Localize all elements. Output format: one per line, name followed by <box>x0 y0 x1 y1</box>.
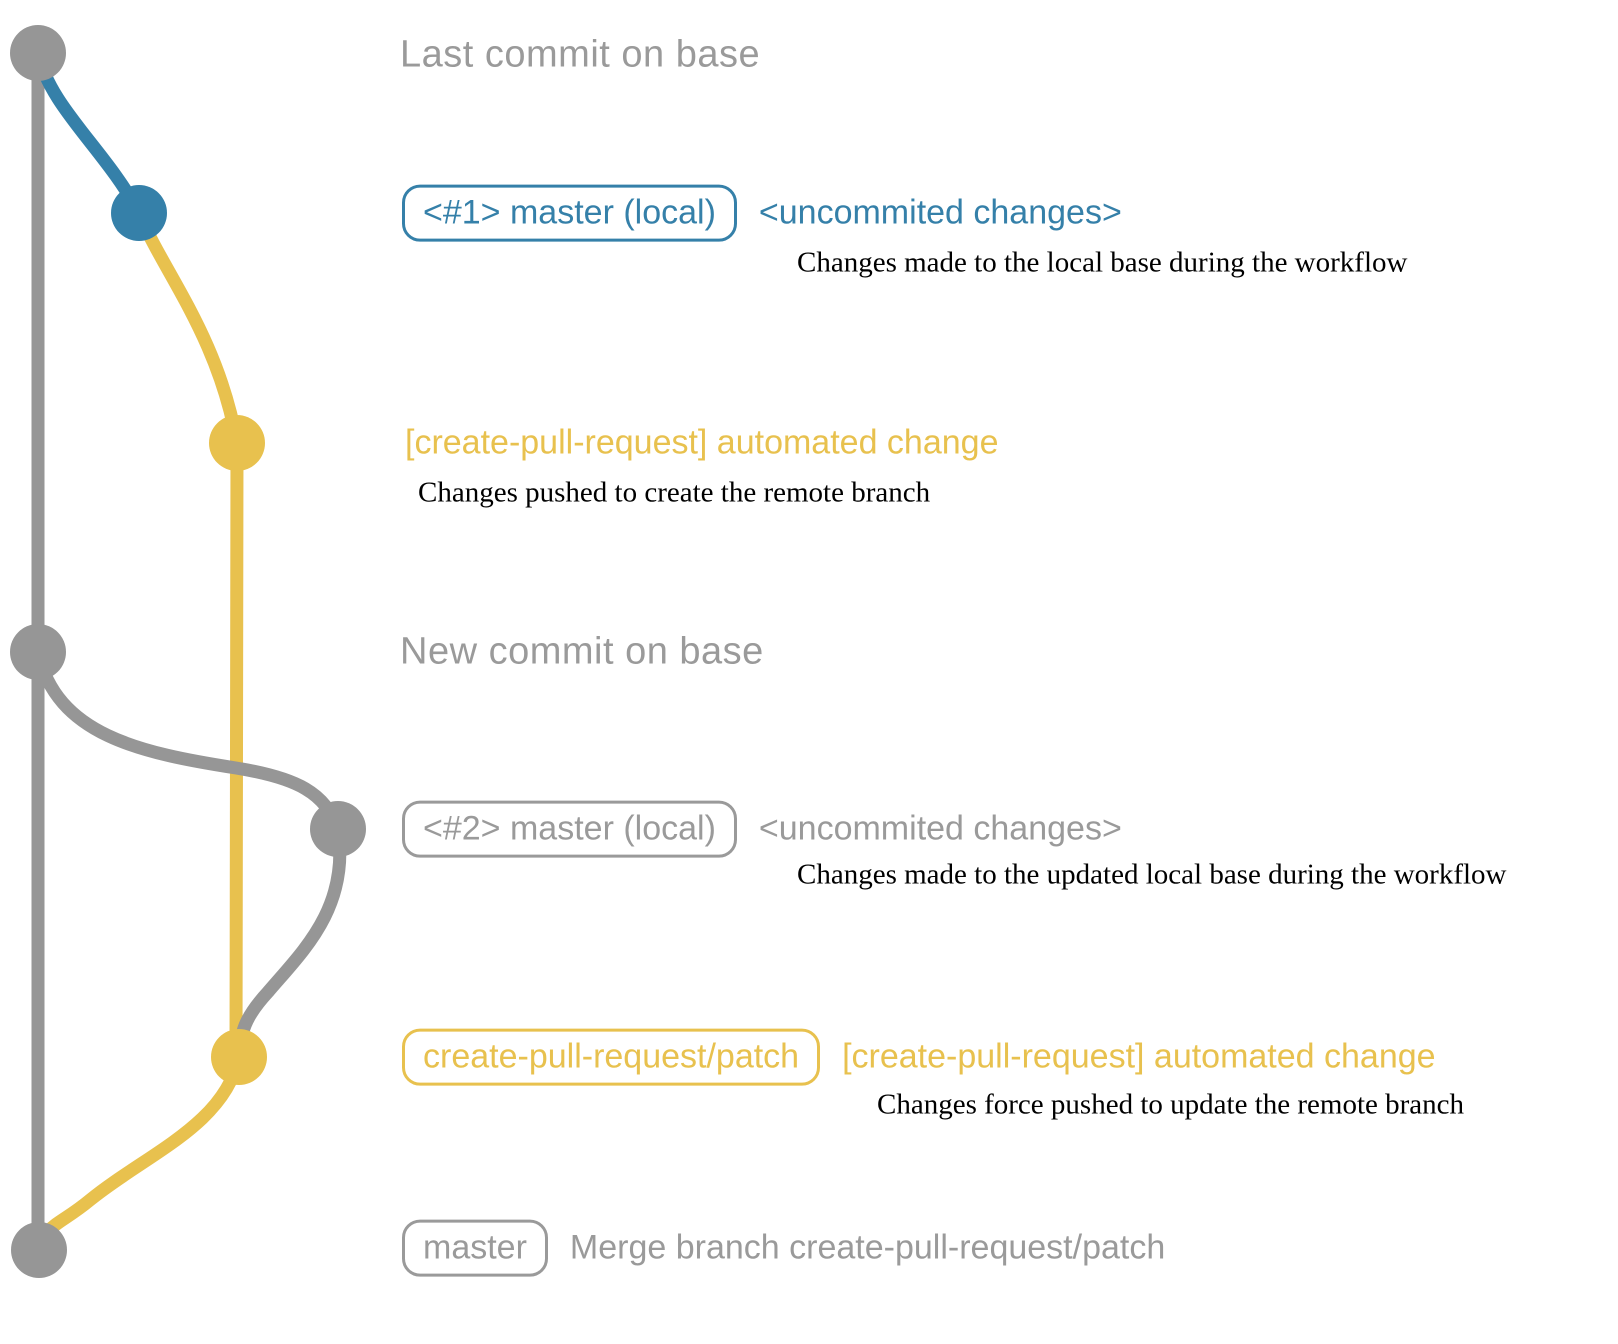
branch-badge-create-pull-request-patch: create-pull-request/patch <box>402 1028 821 1086</box>
row-commit-1: <#1> master (local) <uncommited changes> <box>402 184 1122 242</box>
rebase-curve-out <box>31 645 345 836</box>
description-push-2: Changes force pushed to update the remot… <box>877 1088 1464 1123</box>
row-merge: master Merge branch create-pull-request/… <box>402 1219 1166 1277</box>
automated-change-label-1: [create-pull-request] automated change <box>405 423 999 462</box>
merge-curve <box>33 1050 246 1257</box>
remote-branch-line <box>229 436 244 1064</box>
branch-badge-master: master <box>402 1219 548 1277</box>
description-push-1-text: Changes pushed to create the remote bran… <box>418 476 931 509</box>
commit-node-local-1 <box>111 185 167 241</box>
description-push-1: Changes pushed to create the remote bran… <box>418 476 930 511</box>
description-push-2-text: Changes force pushed to update the remot… <box>877 1088 1465 1121</box>
push-curve <box>132 206 244 450</box>
description-commit-1: Changes made to the local base during th… <box>797 246 1407 281</box>
branch-badge-master-local-1: <#1> master (local) <box>402 184 737 242</box>
rebase-curve-in <box>232 822 347 1064</box>
row-push-2: create-pull-request/patch [create-pull-r… <box>402 1028 1436 1086</box>
new-commit-label: New commit on base <box>400 630 764 673</box>
uncommitted-changes-label-1: <uncommited changes> <box>758 193 1122 232</box>
commit-node-new-base <box>10 624 66 680</box>
commit-node-merge <box>11 1222 67 1278</box>
commit-node-local-2 <box>310 801 366 857</box>
row-new-commit: New commit on base <box>400 631 764 674</box>
row-last-commit: Last commit on base <box>400 34 760 77</box>
automated-change-label-2: [create-pull-request] automated change <box>842 1037 1436 1076</box>
branch-badge-master-local-2: <#2> master (local) <box>402 800 737 858</box>
uncommitted-changes-label-2: <uncommited changes> <box>758 809 1122 848</box>
last-commit-label: Last commit on base <box>400 33 761 76</box>
merge-commit-label: Merge branch create-pull-request/patch <box>569 1228 1166 1267</box>
commit-node-remote-1 <box>209 415 265 471</box>
local-branch-curve-blue <box>31 46 146 220</box>
description-commit-2-text: Changes made to the updated local base d… <box>797 858 1507 891</box>
row-push-1: [create-pull-request] automated change <box>405 423 998 464</box>
commit-node-last-base <box>10 25 66 81</box>
commit-node-remote-2 <box>211 1029 267 1085</box>
row-commit-2: <#2> master (local) <uncommited changes> <box>402 800 1122 858</box>
description-commit-2: Changes made to the updated local base d… <box>797 858 1507 893</box>
description-commit-1-text: Changes made to the local base during th… <box>797 246 1408 279</box>
